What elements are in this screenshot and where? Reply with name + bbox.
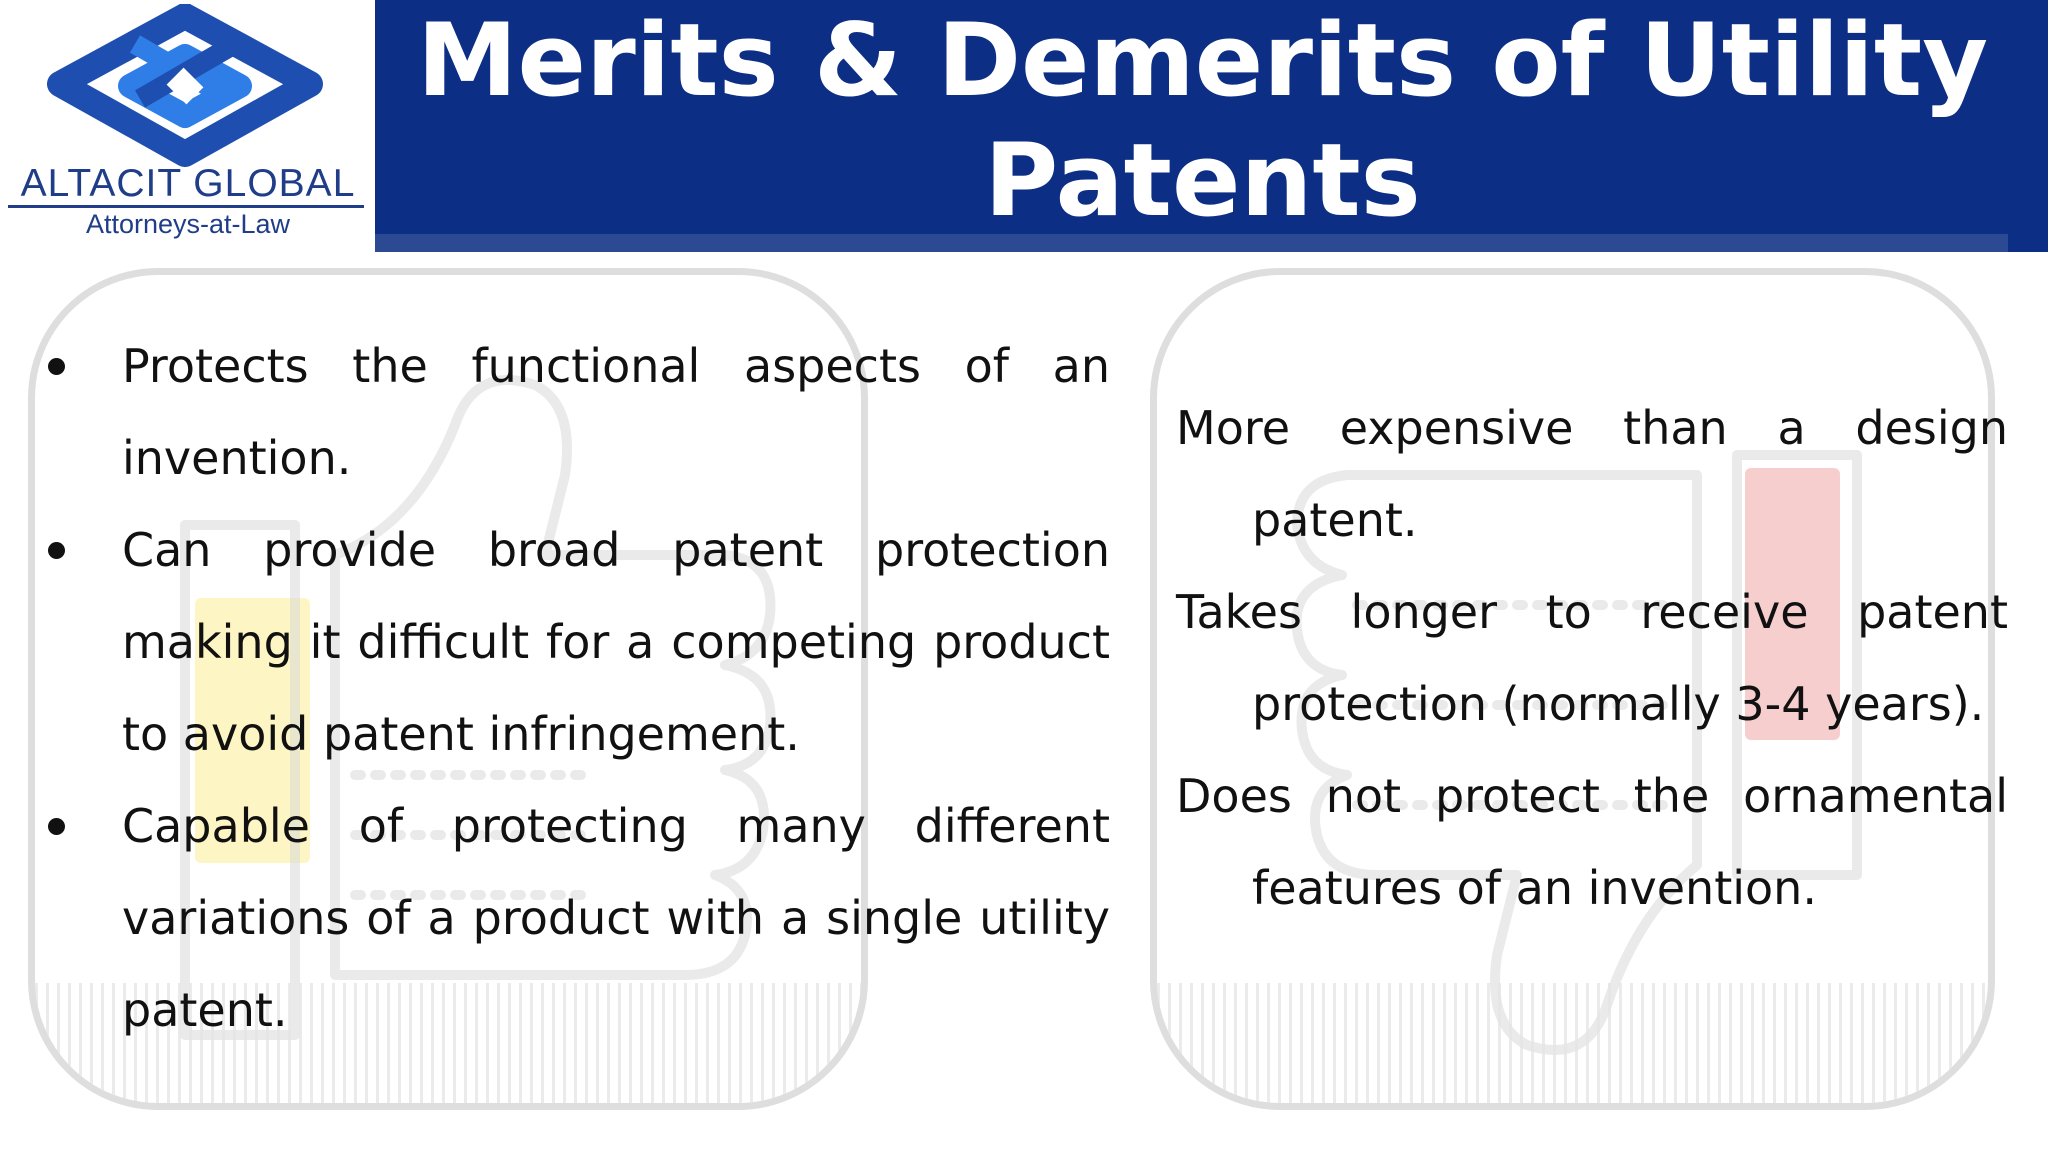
diamond-knot-logo-icon [40,4,330,169]
brand-logo: ALTACIT GLOBAL Attorneys-at-Law [0,0,375,250]
list-item: Capable of protecting many different var… [40,780,1110,1056]
bullet-icon [48,358,65,375]
brand-tagline: Attorneys-at-Law [8,209,368,240]
list-item: Takes longer to receive patent protectio… [1176,566,2008,750]
merit-text: Protects the functional aspects of an in… [122,339,1110,485]
bullet-icon [48,818,65,835]
merit-text: Can provide broad patent protection maki… [122,523,1110,761]
page-title: Merits & Demerits of Utility Patents [375,0,2030,234]
list-item: Protects the functional aspects of an in… [40,320,1110,504]
list-item: Can provide broad patent protection maki… [40,504,1110,780]
panel-texture [1157,983,1988,1103]
demerits-list: More expensive than a design patent. Tak… [1176,382,2008,934]
list-item: Does not protect the ornamental features… [1176,750,2008,934]
brand-name: ALTACIT GLOBAL [8,162,368,206]
merit-text: Capable of protecting many different var… [122,799,1110,1037]
merits-list: Protects the functional aspects of an in… [40,320,1110,1056]
brand-divider [8,205,364,208]
list-item: More expensive than a design patent. [1176,382,2008,566]
bullet-icon [48,542,65,559]
